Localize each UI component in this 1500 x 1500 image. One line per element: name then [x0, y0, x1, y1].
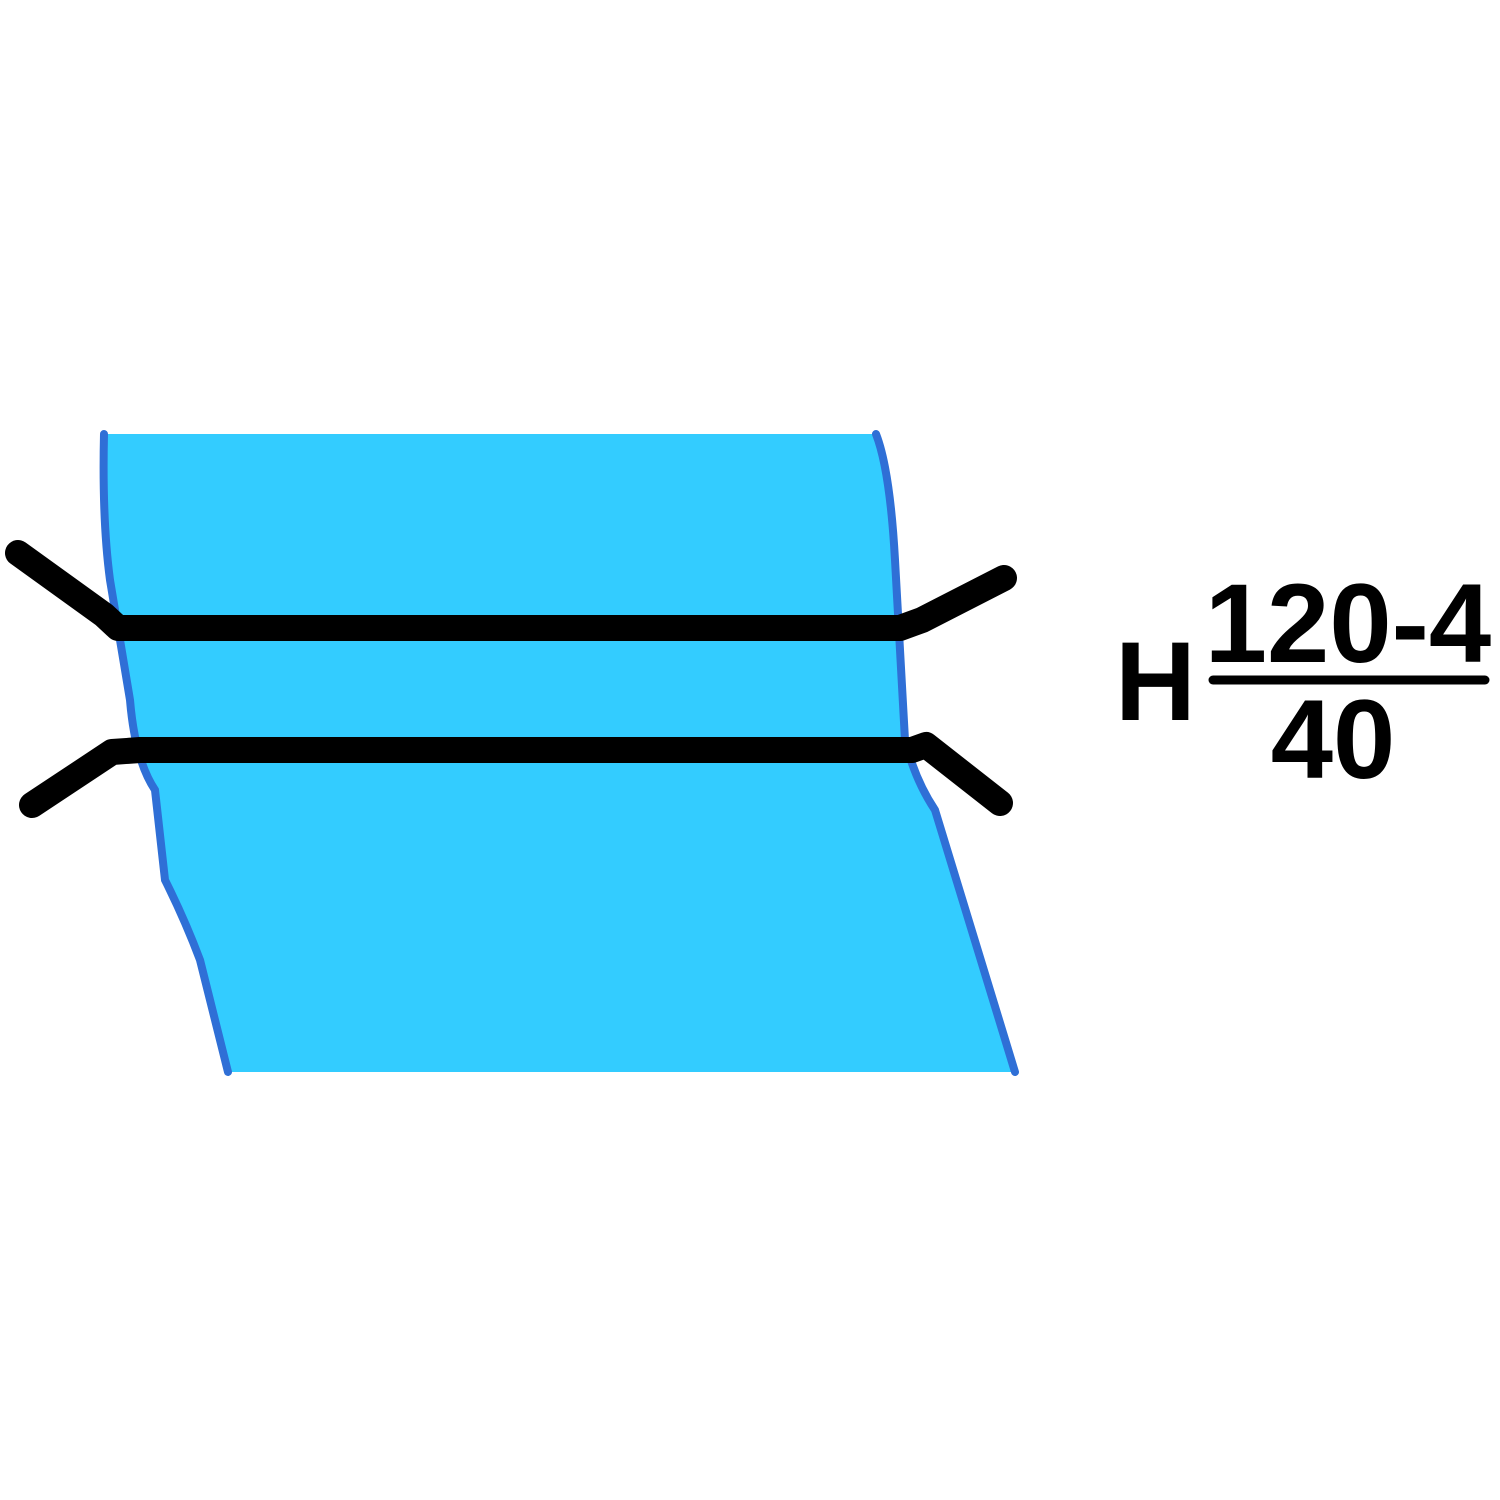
label-prefix: H: [1115, 619, 1196, 744]
bridge-lower-railing: [19, 732, 1013, 818]
river-right-bank: [872, 430, 1019, 1076]
bridge-upper-railing: [5, 540, 1017, 641]
bridge-label: H 120-4 40: [1115, 561, 1491, 802]
label-denominator: 40: [1271, 677, 1396, 802]
label-numerator: 120-4: [1205, 561, 1491, 686]
